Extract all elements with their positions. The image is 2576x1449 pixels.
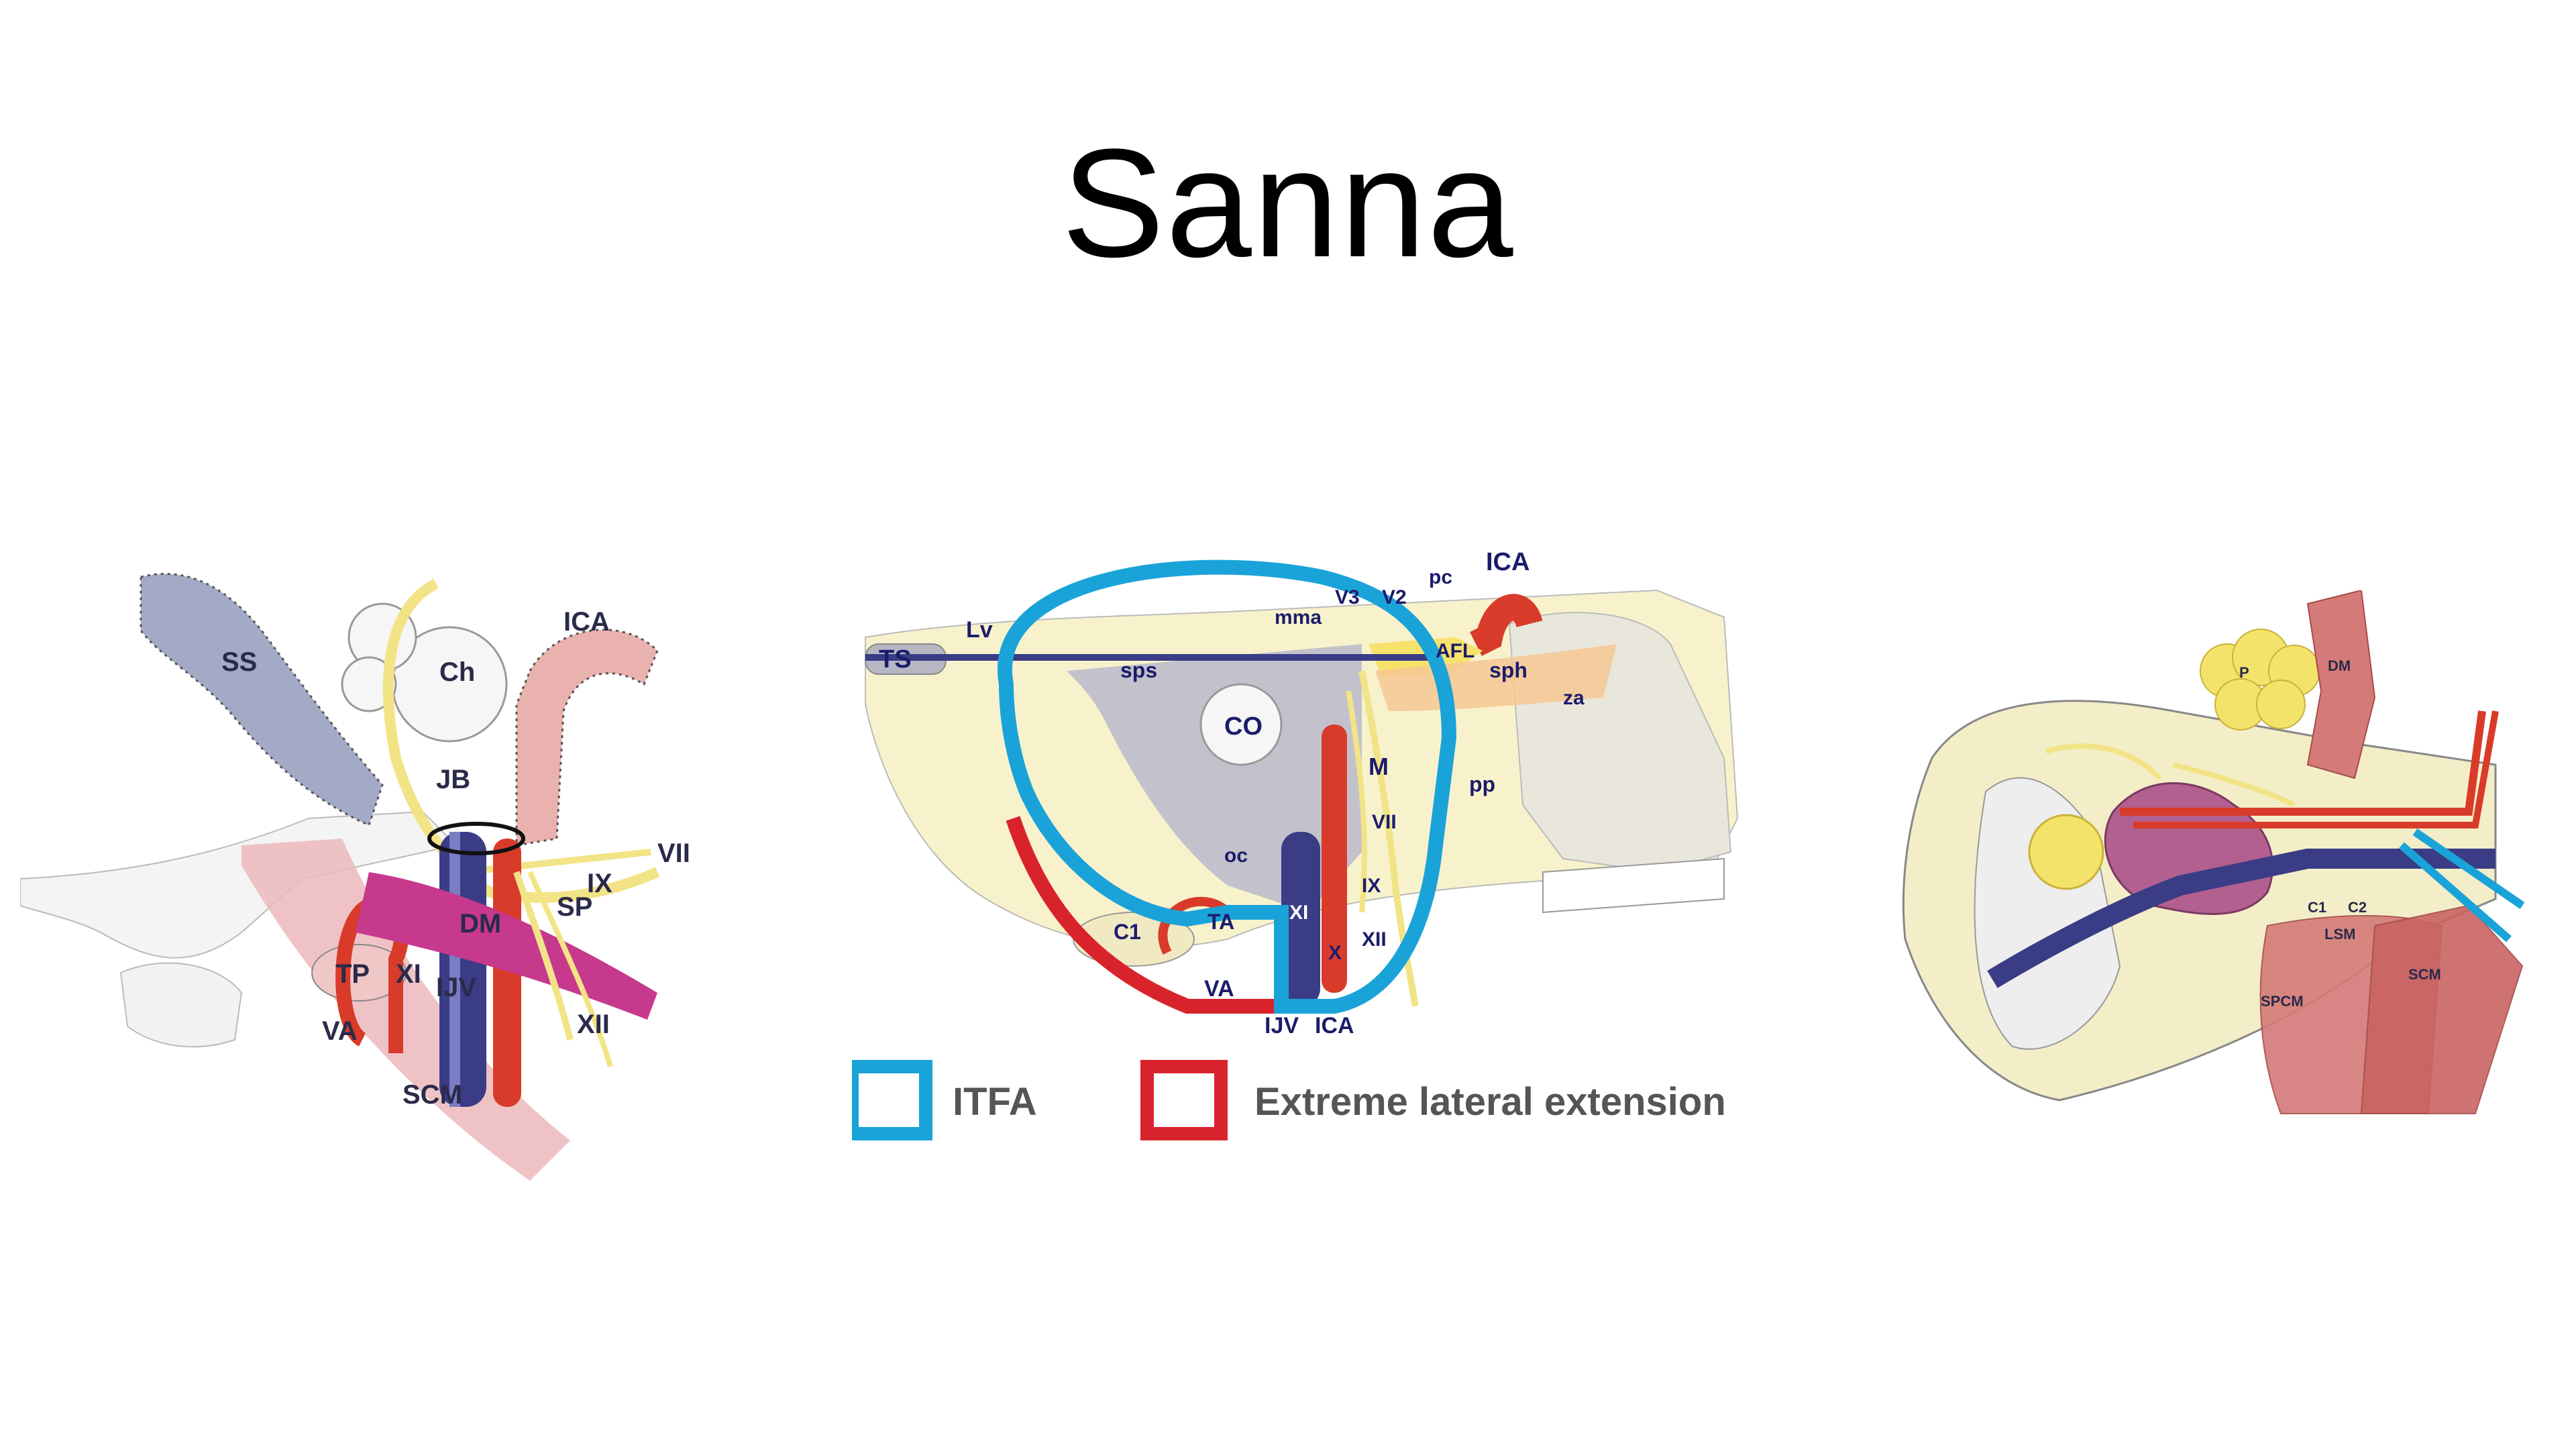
label-ica-bottom: ICA: [1315, 1013, 1354, 1038]
label-jb: JB: [436, 765, 470, 794]
label-ijv-mid: IJV: [1265, 1013, 1299, 1038]
label-dm-right: DM: [2328, 657, 2351, 674]
label-xi-mid: XI: [1289, 902, 1308, 924]
label-za: za: [1563, 687, 1585, 709]
slide-title: Sanna: [1061, 117, 1515, 289]
label-spcm: SPCM: [2261, 993, 2304, 1010]
label-sp: SP: [557, 892, 592, 922]
label-dm: DM: [460, 909, 501, 938]
label-lsm: LSM: [2324, 926, 2355, 943]
legend-swatch-extreme-lateral: [1140, 1060, 1228, 1140]
label-c1: C1: [1114, 920, 1141, 944]
label-v3: V3: [1335, 586, 1360, 608]
label-ch: Ch: [439, 657, 475, 687]
label-pp: pp: [1469, 772, 1495, 796]
label-xii-mid: XII: [1362, 928, 1387, 951]
label-tp: TP: [335, 959, 370, 989]
label-co: CO: [1224, 712, 1263, 741]
label-xii: XII: [577, 1010, 610, 1039]
legend-label-extreme-lateral: Extreme lateral extension: [1254, 1080, 1726, 1124]
label-x: X: [1328, 942, 1342, 964]
label-va: VA: [322, 1016, 358, 1046]
label-xi: XI: [396, 959, 421, 989]
label-ica: ICA: [564, 607, 610, 637]
label-scm-right: SCM: [2408, 966, 2441, 983]
figure-right-lateral-view: P DM C1 C2 LSM SPCM SCM: [1902, 590, 2525, 1114]
label-c2-right: C2: [2348, 899, 2367, 916]
label-lv: Lv: [966, 617, 993, 643]
label-ta: TA: [1208, 910, 1234, 934]
label-afl: AFL: [1436, 640, 1474, 662]
label-ss: SS: [221, 647, 257, 677]
label-sps: sps: [1120, 658, 1157, 682]
label-ix: IX: [587, 869, 612, 898]
label-c1-right: C1: [2308, 899, 2326, 916]
label-scm: SCM: [402, 1080, 462, 1110]
label-sph: sph: [1489, 658, 1527, 682]
label-vii: VII: [657, 839, 690, 868]
label-ix-mid: IX: [1362, 875, 1381, 897]
label-vii-mid: VII: [1372, 811, 1397, 833]
label-mma: mma: [1275, 606, 1322, 629]
label-oc: oc: [1224, 845, 1248, 867]
label-p: P: [2239, 664, 2249, 681]
label-m: M: [1368, 753, 1389, 780]
figure-middle-itfa-approach: Lv TS sps mma V3 V2 pc ICA AFL sph za CO…: [852, 548, 1739, 1140]
label-v2: V2: [1382, 586, 1407, 608]
figure-left-jugular-region: SS Ch ICA JB VII IX SP DM TP XI IJV XII …: [20, 573, 690, 1181]
label-pc: pc: [1429, 566, 1452, 588]
legend-swatch-itfa: [852, 1060, 932, 1140]
label-ica-top: ICA: [1486, 548, 1529, 576]
legend-label-itfa: ITFA: [953, 1080, 1037, 1124]
label-ijv: IJV: [436, 973, 476, 1002]
label-va-mid: VA: [1204, 976, 1234, 1002]
label-ts: TS: [879, 645, 912, 674]
